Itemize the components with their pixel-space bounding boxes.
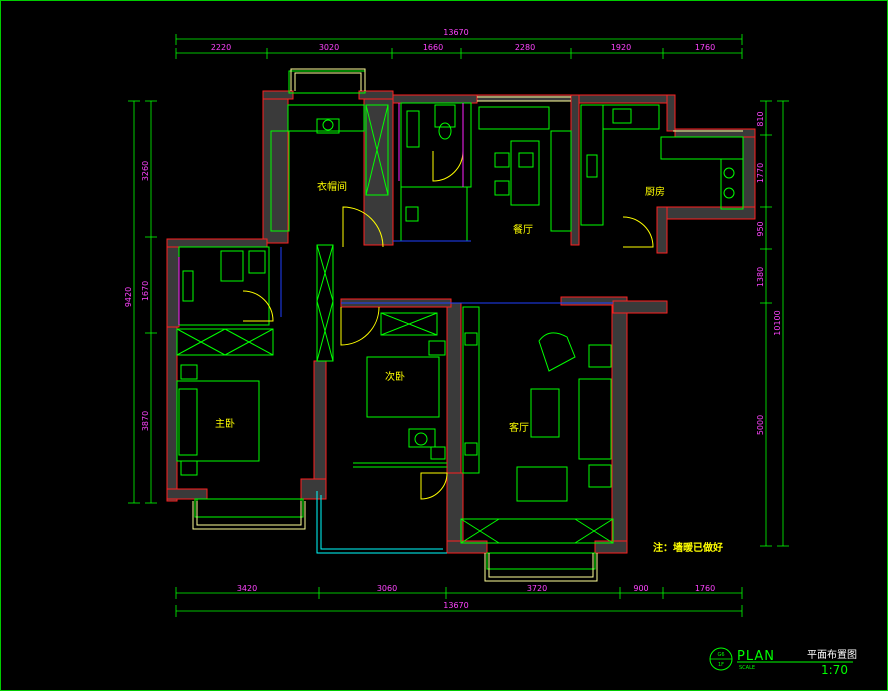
drawing-scale: 1:70	[821, 663, 848, 677]
balcony-rail	[316, 491, 447, 554]
dim-bottom-4: 900	[633, 584, 648, 593]
dim-top-total: 13670	[443, 28, 468, 37]
dim-top-3: 1660	[423, 43, 443, 52]
dim-left-total: 9420	[124, 287, 133, 307]
title-block: G6 1F PLAN SCALE 平面布置图 1:70	[709, 647, 857, 677]
badge-bottom: 1F	[718, 662, 724, 668]
room-label-second-bedroom: 次卧	[385, 370, 405, 383]
room-label-dining: 餐厅	[513, 223, 533, 236]
dim-right-3: 950	[756, 221, 765, 236]
dim-right-1: 810	[756, 111, 765, 126]
room-label-cloakroom: 衣帽间	[317, 180, 347, 193]
dim-bottom-1: 3420	[237, 584, 257, 593]
dim-top-2: 3020	[319, 43, 339, 52]
dimension-lines	[128, 34, 789, 617]
dim-right-4: 1380	[756, 267, 765, 287]
room-label-living-room: 客厅	[509, 421, 529, 434]
scale-word: SCALE	[739, 665, 755, 671]
dim-right-5: 5000	[756, 415, 765, 435]
drawing-title: 平面布置图	[807, 649, 857, 661]
dim-top-6: 1760	[695, 43, 715, 52]
construction-note: 注：墙暖已做好	[653, 541, 723, 554]
dim-right-total: 10100	[773, 310, 782, 335]
windows	[192, 68, 743, 582]
dim-top-5: 1920	[611, 43, 631, 52]
dim-right-2: 1770	[756, 163, 765, 183]
walls	[166, 90, 756, 554]
dim-left-1: 3260	[141, 161, 150, 181]
badge-top: G6	[717, 652, 724, 658]
dim-top-1: 2220	[211, 43, 231, 52]
dim-left-3: 3870	[141, 411, 150, 431]
dim-top-4: 2280	[515, 43, 535, 52]
doors	[242, 150, 654, 500]
dim-bottom-2: 3060	[377, 584, 397, 593]
piping	[280, 240, 613, 317]
room-label-master-bedroom: 主卧	[215, 417, 235, 430]
dim-bottom-5: 1760	[695, 584, 715, 593]
dim-bottom-total: 13670	[443, 601, 468, 610]
plan-label: PLAN	[737, 649, 775, 664]
partition-marks	[178, 103, 464, 325]
dim-bottom-3: 3720	[527, 584, 547, 593]
dim-left-2: 1670	[141, 281, 150, 301]
room-label-kitchen: 厨房	[645, 185, 665, 198]
